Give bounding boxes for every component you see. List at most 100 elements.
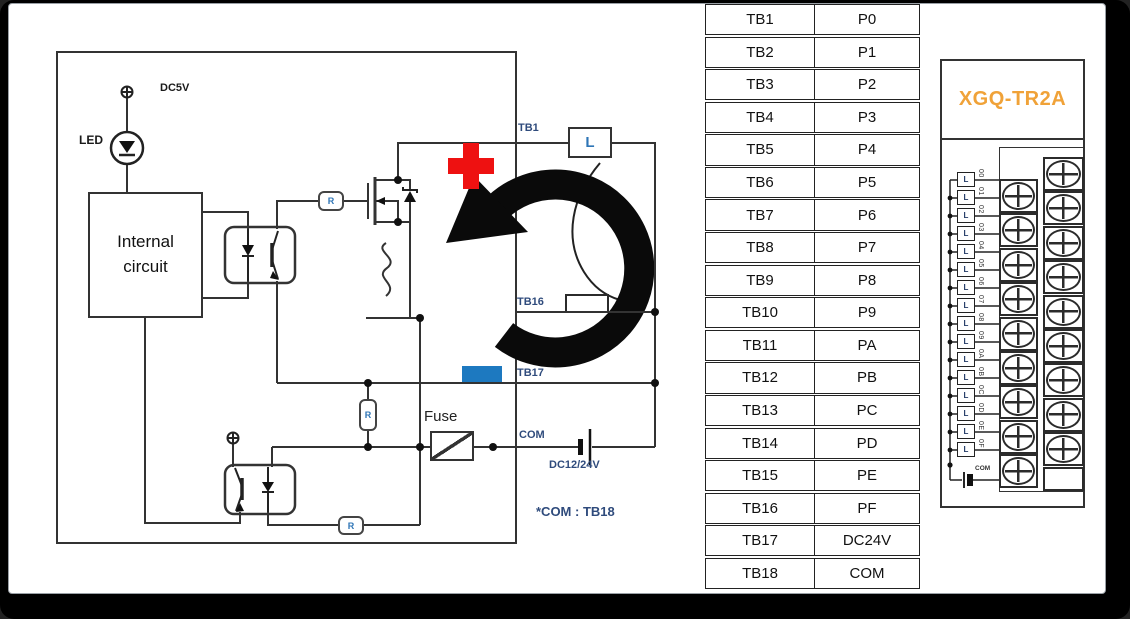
tb-cell: TB15 xyxy=(705,460,815,492)
tb-cell: TB14 xyxy=(705,427,815,459)
resistor-r3: R xyxy=(338,516,364,535)
screw-terminal xyxy=(999,385,1038,420)
load-box: L xyxy=(957,370,975,385)
pin-cell: PA xyxy=(815,329,920,361)
load-label: 08 xyxy=(977,313,984,322)
load-label: 0B xyxy=(977,367,984,377)
load-label: 0D xyxy=(977,403,984,413)
tb-cell: TB5 xyxy=(705,134,815,166)
plus-polarity-symbol xyxy=(448,143,494,189)
supply-voltage-label: DC12/24V xyxy=(549,459,600,471)
external-load-box: L xyxy=(568,127,612,158)
tb-cell: TB7 xyxy=(705,199,815,231)
screw-terminal xyxy=(1043,157,1084,191)
tb17-label: TB17 xyxy=(517,367,544,379)
tb-cell: TB4 xyxy=(705,101,815,133)
load-box: L xyxy=(957,208,975,223)
screw-terminal xyxy=(999,247,1038,282)
load-box: L xyxy=(957,442,975,457)
module-wiring-canvas: COM xyxy=(947,179,999,488)
tb-cell: TB18 xyxy=(705,557,815,590)
load-label: 03 xyxy=(977,223,984,232)
load-box: L xyxy=(957,172,975,187)
tb17-highlight xyxy=(462,366,502,382)
pin-cell: P4 xyxy=(815,134,920,166)
tb-cell: TB13 xyxy=(705,394,815,427)
load-label: 0E xyxy=(977,421,984,431)
circuit-outline xyxy=(56,51,517,544)
tb-cell: TB9 xyxy=(705,264,815,296)
load-box: L xyxy=(957,424,975,439)
module-bus-dots xyxy=(947,195,953,468)
resistor-r1: R xyxy=(318,191,344,211)
tb-cell: TB10 xyxy=(705,297,815,329)
load-label: 01 xyxy=(977,187,984,196)
pin-cell: PE xyxy=(815,460,920,492)
module-title: XGQ-TR2A xyxy=(942,61,1083,140)
module-com-label: COM xyxy=(975,465,990,472)
circuit-canvas xyxy=(56,51,659,544)
load-label: 07 xyxy=(977,295,984,304)
tb-cell: TB3 xyxy=(705,69,815,101)
tb-cell: TB2 xyxy=(705,36,815,68)
screw-terminal xyxy=(1043,328,1084,363)
screw-terminal xyxy=(1043,191,1084,226)
screw-terminal xyxy=(999,282,1038,317)
tb-cell: TB1 xyxy=(705,4,815,36)
load-label: 0F xyxy=(977,439,984,449)
load-box: L xyxy=(957,244,975,259)
fuse-symbol xyxy=(430,431,474,461)
tb16-label: TB16 xyxy=(517,296,544,308)
screw-terminal xyxy=(999,213,1038,248)
internal-circuit-label-2: circuit xyxy=(123,257,168,276)
load-box: L xyxy=(957,388,975,403)
zener-diode-symbol xyxy=(402,187,418,202)
load-box: L xyxy=(957,226,975,241)
pin-cell: PF xyxy=(815,492,920,524)
tb1-label: TB1 xyxy=(518,122,539,134)
load-label: 0C xyxy=(977,385,984,395)
load-box: L xyxy=(957,334,975,349)
module-com-battery-symbol xyxy=(963,472,973,488)
load-box: L xyxy=(957,298,975,313)
dc5v-label: DC5V xyxy=(160,82,190,94)
load-box: L xyxy=(957,280,975,295)
load-label: 04 xyxy=(977,241,984,250)
tb-cell: TB8 xyxy=(705,232,815,264)
tb-cell: TB17 xyxy=(705,525,815,557)
screw-terminal xyxy=(999,350,1038,385)
screw-terminal xyxy=(999,316,1038,351)
output-circuit-diagram: Internal circuit R R R L DC5V LED Fuse T… xyxy=(56,51,659,544)
junction-dots xyxy=(364,176,659,451)
pin-cell: PC xyxy=(815,394,920,427)
pullup-terminal-icon xyxy=(226,431,240,445)
internal-circuit-box: Internal circuit xyxy=(88,192,203,318)
pin-cell: P5 xyxy=(815,166,920,199)
pin-cell: DC24V xyxy=(815,525,920,557)
optocoupler-1-symbol xyxy=(223,225,297,285)
module-drawing: XGQ-TR2A COM xyxy=(940,59,1085,508)
pin-cell: P9 xyxy=(815,297,920,329)
load-label: 02 xyxy=(977,205,984,214)
screw-column-right xyxy=(1043,157,1084,491)
load-label: 06 xyxy=(977,277,984,286)
tb16-load-notch xyxy=(565,294,609,313)
fuse-label: Fuse xyxy=(424,408,458,425)
screw-column-left xyxy=(999,179,1038,489)
load-box: L xyxy=(957,352,975,367)
dc5v-terminal-icon xyxy=(120,85,134,99)
load-label: 00 xyxy=(977,169,984,178)
